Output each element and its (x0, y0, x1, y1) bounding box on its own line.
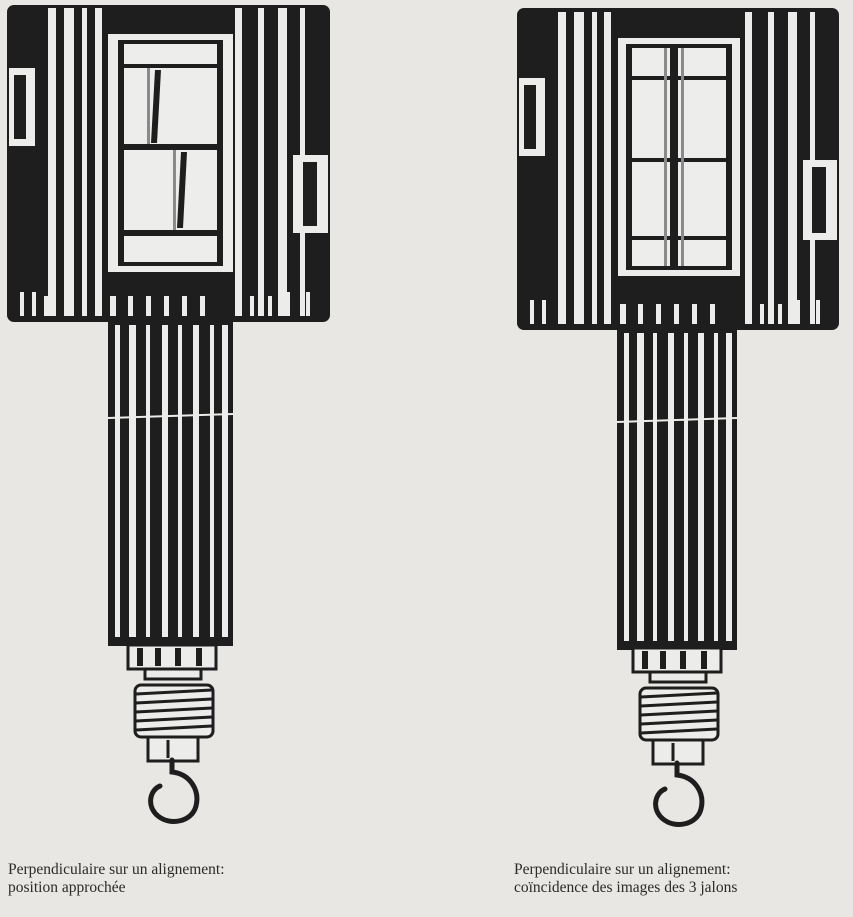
caption-left: Perpendiculaire sur un alignement: posit… (8, 861, 225, 897)
instrument-head-left (7, 5, 330, 322)
caption-right: Perpendiculaire sur un alignement: coïnc… (514, 861, 737, 897)
instrument-head-right (517, 8, 839, 330)
instrument-handle-right (616, 328, 738, 684)
caption-right-line1: Perpendiculaire sur un alignement: (514, 861, 731, 878)
instrument-handle-left (107, 320, 234, 681)
caption-left-line1: Perpendiculaire sur un alignement: (8, 861, 225, 878)
spring-right (638, 686, 720, 766)
spring-left (133, 683, 215, 763)
caption-right-line2: coïncidence des images des 3 jalons (514, 879, 738, 896)
hook-left-icon (148, 757, 200, 824)
hook-right-icon (653, 760, 705, 827)
caption-left-line2: position approchée (8, 879, 126, 896)
